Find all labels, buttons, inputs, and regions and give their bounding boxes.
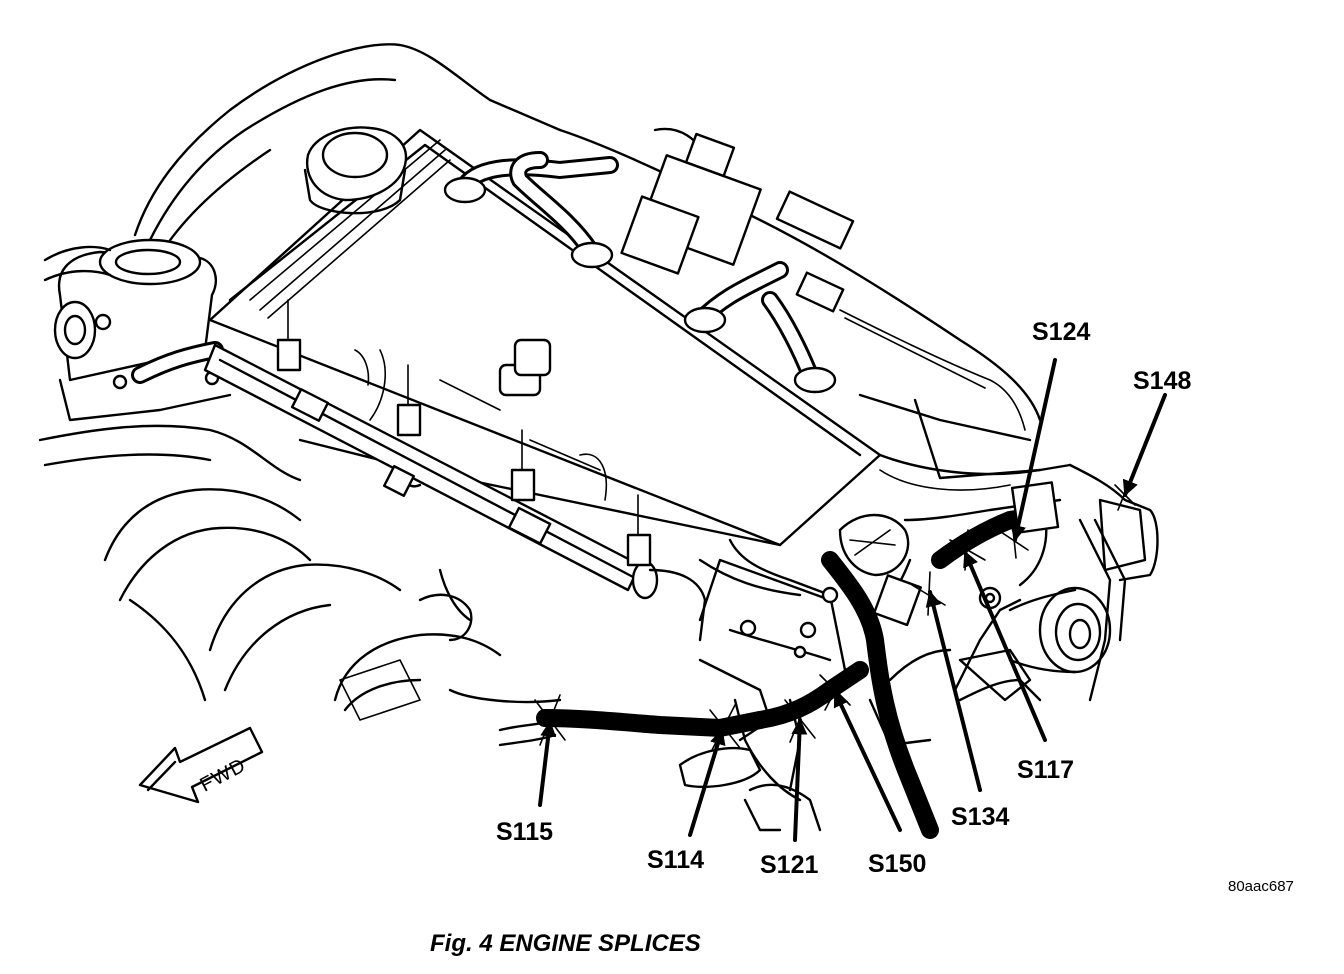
- fuel-rail: [203, 343, 707, 642]
- callout-s121: S121: [760, 851, 818, 879]
- leader-s148: [1122, 393, 1167, 497]
- leader-s114: [688, 728, 726, 837]
- callout-labels: S124 S148 S117 S134 S115 S114 S121 S150: [496, 318, 1191, 879]
- cylinder-head: [698, 463, 1159, 747]
- spark-plug-wires: [443, 151, 1026, 431]
- leader-s134: [925, 590, 982, 792]
- fuel-injectors: [276, 299, 652, 567]
- leader-s150: [833, 690, 902, 832]
- figure-caption: Fig. 4 ENGINE SPLICES: [430, 930, 701, 957]
- callout-s150: S150: [868, 850, 926, 878]
- engine-illustration: [38, 43, 1159, 839]
- callout-s115: S115: [496, 818, 553, 846]
- valve-cover: [133, 43, 1072, 547]
- callout-s124: S124: [1032, 318, 1090, 346]
- callout-s134: S134: [951, 803, 1009, 831]
- callout-s148: S148: [1133, 367, 1191, 395]
- forward-direction-arrow: FWD: [138, 726, 264, 804]
- leader-s121: [791, 718, 808, 842]
- callout-s117: S117: [1017, 756, 1074, 784]
- engine-wiring-harness: [418, 481, 1127, 839]
- leader-s124: [1010, 358, 1057, 542]
- egr-valve: [1008, 586, 1112, 674]
- figure-reference-code: 80aac687: [1228, 878, 1294, 895]
- leader-s117: [963, 550, 1047, 742]
- thermostat-housing: [43, 238, 232, 422]
- intake-manifold-runners: [38, 424, 562, 721]
- callout-leaders: [534, 358, 1167, 842]
- ignition-coil-pack: [620, 127, 855, 275]
- leader-s115: [538, 720, 557, 807]
- oil-filler-cap: [303, 126, 408, 215]
- callout-s114: S114: [647, 846, 704, 874]
